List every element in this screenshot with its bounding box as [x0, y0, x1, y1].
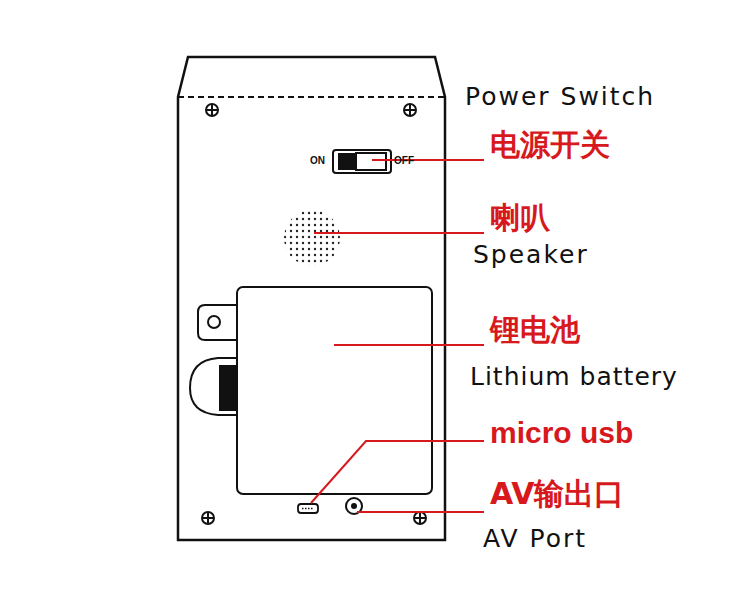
switch-state: OFF	[394, 156, 414, 166]
ports	[298, 498, 362, 514]
switch-state: ON	[310, 156, 325, 166]
part-name-en: AV Port	[483, 526, 587, 551]
part-name-cn: AV输出口	[490, 479, 624, 509]
lithium-battery	[190, 287, 432, 494]
part-name-cn: 锂电池	[490, 315, 580, 345]
leader-lines	[311, 160, 484, 512]
fold-line	[178, 96, 445, 98]
housing-outline	[178, 57, 445, 540]
part-name-cn: 喇叭	[490, 203, 550, 233]
power-switch	[333, 150, 391, 173]
part-name-en: Lithium battery	[470, 364, 678, 389]
part-name-en: micro usb	[490, 418, 633, 448]
speaker-grille	[284, 210, 340, 266]
part-name-en: Power Switch	[465, 84, 655, 109]
part-name-en: Speaker	[473, 242, 589, 267]
part-name-cn: 电源开关	[490, 130, 610, 160]
